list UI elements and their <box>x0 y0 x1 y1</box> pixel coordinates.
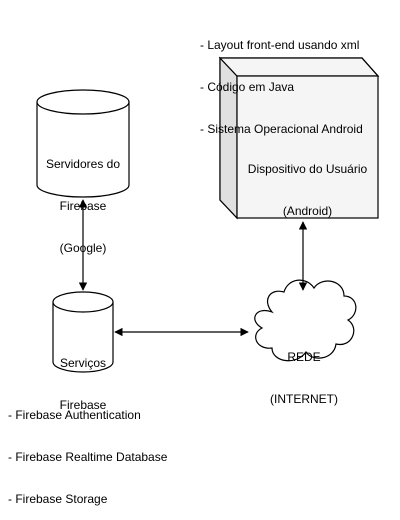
device-label-line-1: Dispositivo do Usuário <box>247 162 368 176</box>
firebase-servers-cylinder <box>36 89 130 198</box>
user-device-box <box>218 56 380 220</box>
architecture-diagram <box>36 56 380 373</box>
services-notes: - Firebase Authentication - Firebase Rea… <box>8 380 167 520</box>
device-note-layout: - Layout front-end usando xml <box>200 38 360 52</box>
services-label-line-1: Serviços <box>59 356 106 370</box>
firebase-services-cylinder <box>52 291 114 373</box>
device-notes: - Layout front-end usando xml - Código e… <box>200 10 363 150</box>
services-note-storage: - Firebase Storage <box>8 492 108 506</box>
servers-label-line-3: (Google) <box>59 241 107 255</box>
servers-label-line-2: Firebase <box>59 199 107 213</box>
network-cloud <box>254 279 357 362</box>
device-label: Dispositivo do Usuário (Android) <box>237 134 378 232</box>
device-note-java: - Código em Java <box>200 80 295 94</box>
services-note-database: - Firebase Realtime Database <box>8 450 168 464</box>
device-label-line-2: (Android) <box>282 204 333 218</box>
network-label-line-2: (INTERNET) <box>270 392 338 406</box>
servers-label: Servidores do Firebase (Google) <box>37 129 129 269</box>
network-label-line-1: REDE <box>287 350 321 364</box>
services-label: Serviços Firebase <box>53 328 113 426</box>
servers-label-line-1: Servidores do <box>45 157 121 171</box>
services-note-auth: - Firebase Authentication <box>8 408 141 422</box>
device-note-android: - Sistema Operacional Android <box>200 122 363 136</box>
network-label: REDE (INTERNET) <box>262 322 346 420</box>
services-label-line-2: Firebase <box>59 398 107 412</box>
